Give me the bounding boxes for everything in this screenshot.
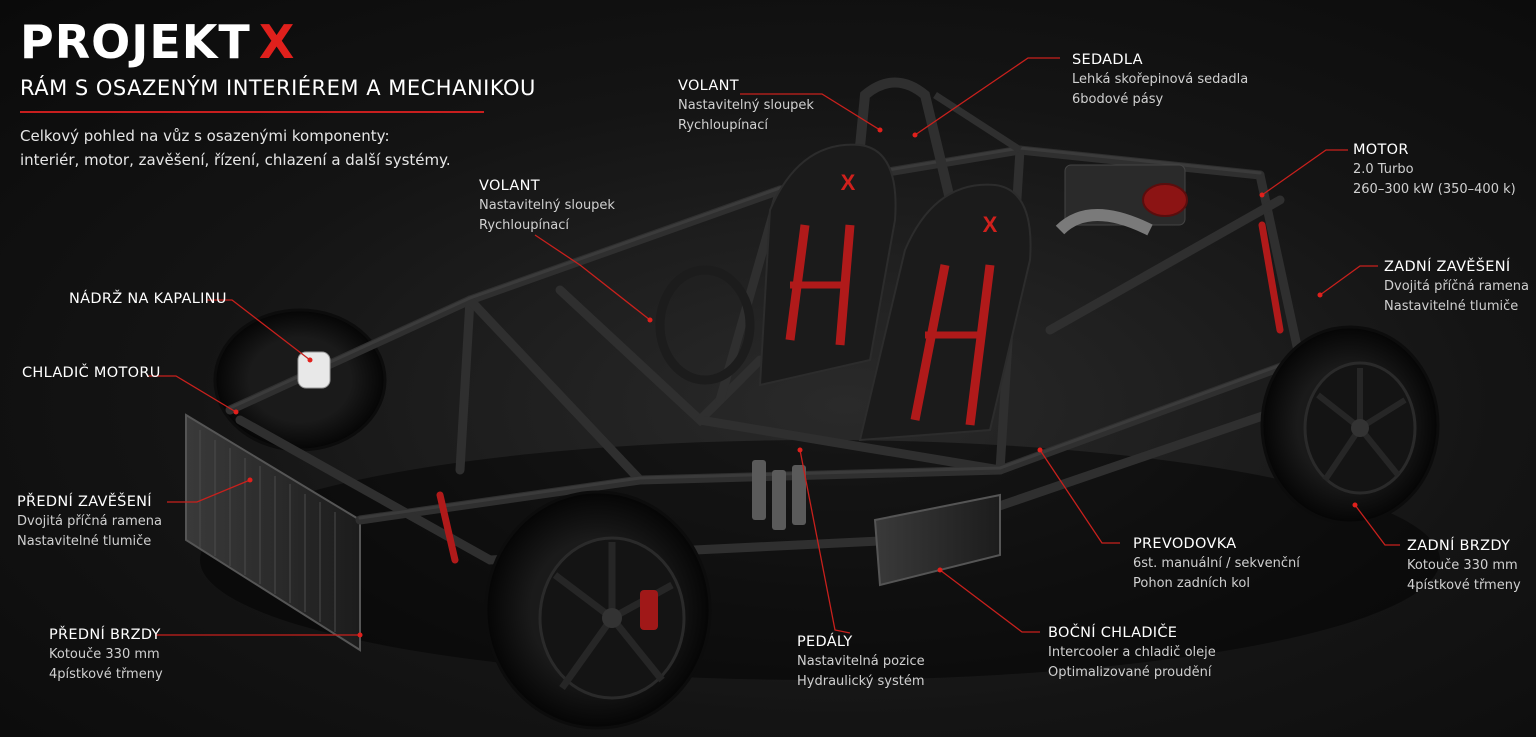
page-subtitle: RÁM S OSAZENÝM INTERIÉREM A MECHANIKOU xyxy=(20,76,536,100)
front-radiator xyxy=(185,413,361,652)
callout-heading: VOLANT xyxy=(678,78,739,94)
leader-lines xyxy=(148,57,1400,636)
callout-heading: CHLADIČ MOTORU xyxy=(22,365,161,381)
side-radiator xyxy=(873,493,1001,587)
callout-predni-zaveseni: PŘEDNÍ ZAVĚŠENÍ Dvojitá příčná ramena Na… xyxy=(17,492,162,552)
callout-line: Nastavitelný sloupek xyxy=(678,98,814,113)
description-line-1: Celkový pohled na vůz s osazenými kompon… xyxy=(20,127,390,145)
callout-line: 2.0 Turbo xyxy=(1353,162,1414,177)
callout-heading: VOLANT xyxy=(479,178,540,194)
page-description: Celkový pohled na vůz s osazenými kompon… xyxy=(20,124,480,172)
callout-volant-top: VOLANT Nastavitelný sloupek Rychloupínac… xyxy=(678,76,814,136)
callout-line: Rychloupínací xyxy=(678,118,769,133)
callout-line: Kotouče 330 mm xyxy=(1407,558,1518,573)
callout-predni-brzdy: PŘEDNÍ BRZDY Kotouče 330 mm 4pístkové tř… xyxy=(49,625,163,685)
callout-heading: PREVODOVKA xyxy=(1133,536,1237,552)
callout-line: Nastavitelné tlumiče xyxy=(17,534,152,549)
shocks xyxy=(436,221,1284,564)
seat-logo-right: X xyxy=(983,212,998,237)
callout-heading: MOTOR xyxy=(1353,142,1409,158)
pedal-box xyxy=(752,460,806,530)
roll-brace xyxy=(933,92,1022,153)
callout-line: Optimalizované proudění xyxy=(1048,665,1212,680)
coolant-tank xyxy=(297,351,331,389)
callout-line: Kotouče 330 mm xyxy=(49,647,160,662)
callout-heading: PEDÁLY xyxy=(797,634,853,650)
leader-dots xyxy=(233,127,1358,638)
callout-line: Rychloupínací xyxy=(479,218,570,233)
left-seat: X xyxy=(758,143,897,387)
description-line-2: interiér, motor, zavěšení, řízení, chlaz… xyxy=(20,151,451,169)
callout-line: Nastavitelná pozice xyxy=(797,654,925,669)
rear-right-wheel xyxy=(1260,325,1440,525)
callout-line: Dvojitá příčná ramena xyxy=(17,514,162,529)
steering-wheel xyxy=(655,265,755,385)
roll-hoop xyxy=(845,77,960,255)
callout-motor: MOTOR 2.0 Turbo 260–300 kW (350–400 k) xyxy=(1353,140,1516,200)
callout-line: 4pístkové třmeny xyxy=(49,667,163,682)
callout-zadni-zaveseni: ZADNÍ ZAVĚŠENÍ Dvojitá příčná ramena Nas… xyxy=(1384,257,1529,317)
callout-line: 260–300 kW (350–400 k) xyxy=(1353,182,1516,197)
callout-line: 6bodové pásy xyxy=(1072,92,1164,107)
callout-bocni-chladice: BOČNÍ CHLADIČE Intercooler a chladič ole… xyxy=(1048,623,1216,683)
callout-zadni-brzdy: ZADNÍ BRZDY Kotouče 330 mm 4pístkové třm… xyxy=(1407,536,1521,596)
callout-line: Dvojitá příčná ramena xyxy=(1384,279,1529,294)
callout-line: Pohon zadních kol xyxy=(1133,576,1250,591)
callout-line: 4pístkové třmeny xyxy=(1407,578,1521,593)
callout-volant-mid: VOLANT Nastavitelný sloupek Rychloupínac… xyxy=(479,176,615,236)
callout-line: Lehká skořepinová sedadla xyxy=(1072,72,1249,87)
subtitle-underline xyxy=(20,111,484,113)
callout-line: Nastavitelné tlumiče xyxy=(1384,299,1519,314)
callout-heading: ZADNÍ ZAVĚŠENÍ xyxy=(1384,259,1511,275)
callout-heading: BOČNÍ CHLADIČE xyxy=(1048,625,1178,641)
callout-line: Nastavitelný sloupek xyxy=(479,198,615,213)
callout-line: Hydraulický systém xyxy=(797,674,925,689)
frame-highlights xyxy=(228,146,1302,520)
callout-line: Intercooler a chladič oleje xyxy=(1048,645,1216,660)
callout-heading: NÁDRŽ NA KAPALINU xyxy=(69,291,227,307)
callout-chladic: CHLADIČ MOTORU xyxy=(22,363,161,383)
callout-pedaly: PEDÁLY Nastavitelná pozice Hydraulický s… xyxy=(797,632,925,692)
right-seat: X xyxy=(858,183,1032,442)
callout-heading: ZADNÍ BRZDY xyxy=(1407,538,1511,554)
callout-sedadla: SEDADLA Lehká skořepinová sedadla 6bodov… xyxy=(1072,50,1248,110)
callout-heading: PŘEDNÍ BRZDY xyxy=(49,627,161,643)
callout-heading: SEDADLA xyxy=(1072,52,1143,68)
engine xyxy=(1055,164,1188,236)
callout-heading: PŘEDNÍ ZAVĚŠENÍ xyxy=(17,494,152,510)
seat-logo-left: X xyxy=(841,170,856,195)
front-right-wheel xyxy=(484,490,712,730)
callout-nadrz: NÁDRŽ NA KAPALINU xyxy=(69,289,227,309)
title-main: PROJEKT xyxy=(20,15,251,69)
title-accent: X xyxy=(258,15,296,69)
callout-prevodovka: PREVODOVKA 6st. manuální / sekvenční Poh… xyxy=(1133,534,1300,594)
callout-line: 6st. manuální / sekvenční xyxy=(1133,556,1300,571)
